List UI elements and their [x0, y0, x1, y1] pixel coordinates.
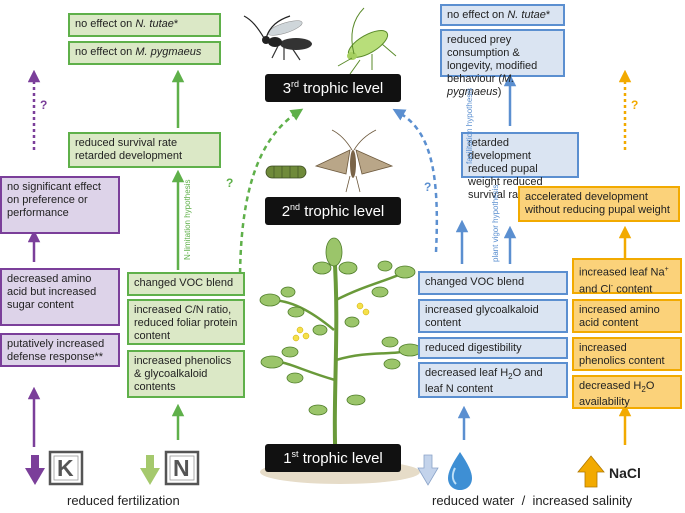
blue-effect-n-tutae: no effect on N. tutae* — [440, 4, 565, 26]
green-phenolics-box: increased phenolics & glycoalkaloid cont… — [127, 350, 245, 398]
blue-voc-box: changed VOC blend — [418, 271, 568, 295]
blue-prey-consumption-box: reduced prey consumption & longevity, mo… — [440, 29, 565, 98]
yellow-amino-acid-box: increased amino acid content — [572, 299, 682, 333]
mirid-bug-illustration — [337, 7, 397, 75]
trophic-level-1-label: 1st trophic level — [265, 444, 401, 472]
yellow-phenolics-box: increased phenolics content — [572, 337, 682, 371]
yellow-question-mark: ? — [631, 98, 639, 112]
n-limitation-hypothesis-label: N-limitation hypothesis — [183, 179, 192, 260]
nitrogen-letter: N — [173, 455, 190, 481]
blue-water-content-box: decreased leaf H2O and leaf N content — [418, 362, 568, 398]
blue-glycoalkaloid-box: increased glycoalkaloid content — [418, 299, 568, 333]
green-effect-n-tutae: no effect on N. tutae* — [68, 13, 221, 37]
larva-illustration — [265, 165, 307, 179]
potassium-symbol — [25, 450, 84, 486]
green-question-mark: ? — [226, 176, 234, 190]
trophic-level-2-label: 2nd trophic level — [265, 197, 401, 225]
caption-reduced-fertilization: reduced fertilization — [67, 493, 180, 508]
trophic-level-3-label: 3rd trophic level — [265, 74, 401, 102]
caption-water-salinity: reduced water / increased salinity — [432, 493, 633, 508]
nitrogen-symbol — [140, 450, 200, 486]
yellow-sodium-chloride-box: increased leaf Na+ and Cl- content — [572, 258, 682, 295]
salinity-arrow-icon — [577, 455, 605, 488]
purple-question-mark: ? — [40, 98, 48, 112]
purple-amino-sugar-box: decreased amino acid but increased sugar… — [0, 268, 120, 326]
blue-development-box: retarded development reduced pupal weigh… — [461, 132, 579, 201]
yellow-development-box: accelerated development without reducing… — [518, 186, 680, 222]
yellow-h2o-availability-box: decreased H2O availability — [572, 375, 682, 409]
purple-defense-box: putatively increased defense response** — [0, 333, 120, 367]
green-cn-ratio-box: increased C/N ratio, reduced foliar prot… — [127, 299, 245, 345]
moth-illustration — [314, 129, 394, 193]
plant-vigor-hypothesis-label: plant vigor hypothesis — [491, 184, 500, 262]
purple-no-effect-box: no significant effect on preference or p… — [0, 176, 120, 234]
blue-arrows — [392, 73, 517, 440]
wasp-illustration — [243, 15, 312, 61]
reduced-water-symbol — [417, 452, 472, 490]
blue-digestibility-box: reduced digestibility — [418, 337, 568, 359]
blue-question-mark: ? — [424, 180, 432, 194]
green-voc-box: changed VOC blend — [127, 272, 245, 296]
nacl-label: NaCl — [609, 465, 641, 481]
potassium-letter: K — [57, 455, 74, 481]
green-arrows — [171, 69, 304, 440]
green-effect-m-pygmaeus: no effect on M. pygmaeus — [68, 41, 221, 65]
green-survival-box: reduced survival rate retarded developme… — [68, 132, 221, 168]
facilitation-hypothesis-label: facilitation hypothesis — [465, 87, 474, 164]
